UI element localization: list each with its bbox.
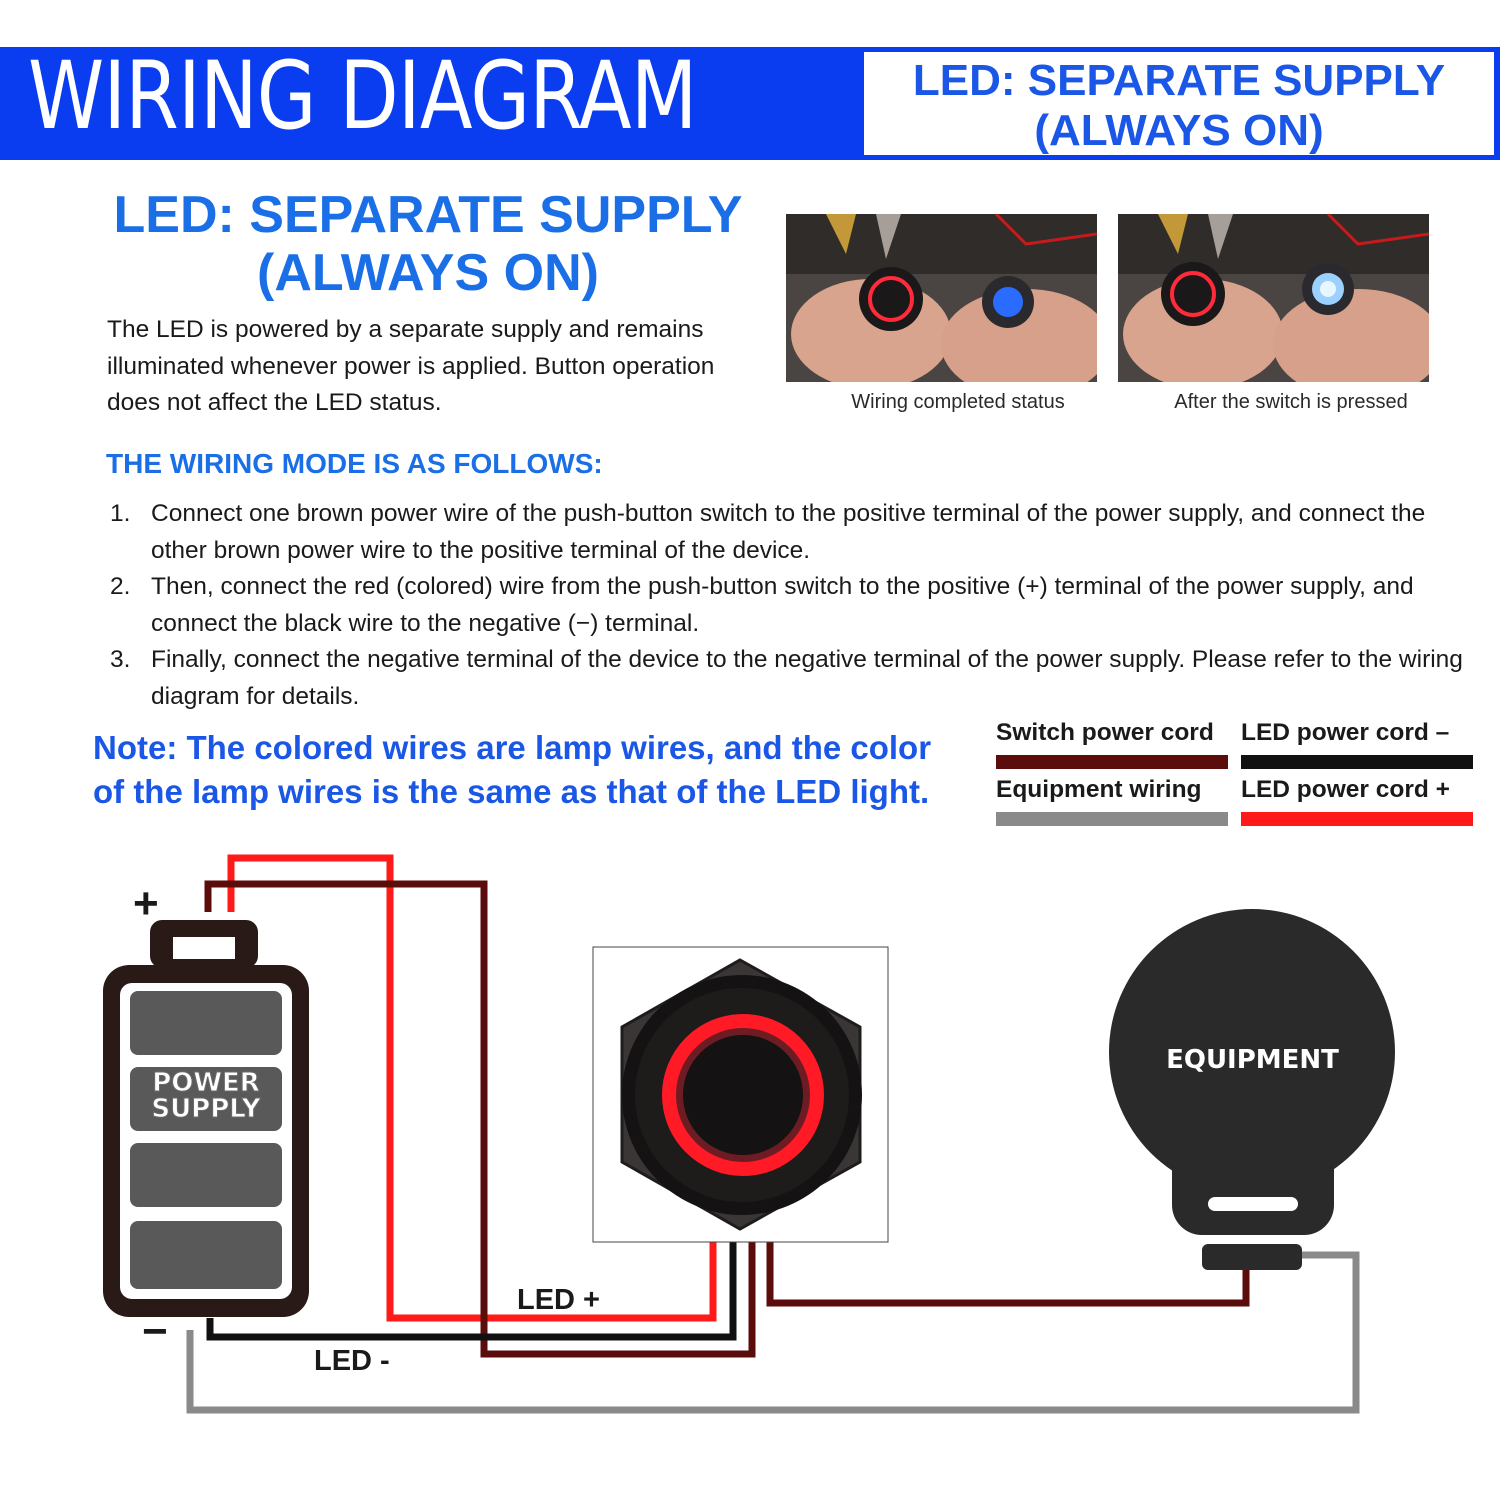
negative-terminal-sign: − xyxy=(142,1307,168,1356)
led-positive-wire xyxy=(227,854,717,1322)
photo-caption-2: After the switch is pressed xyxy=(1174,391,1408,413)
photo-switch-pressed xyxy=(1118,214,1429,382)
legend-label: LED power cord + xyxy=(1241,776,1450,803)
wiring-diagram: + − POWER SUPPLY EQUIPMENT LED + LED - xyxy=(0,840,1500,1460)
push-button-switch-icon xyxy=(592,946,889,1243)
equipment-wire xyxy=(186,1251,1360,1414)
photo-wiring-completed xyxy=(786,214,1097,382)
header-mode-line2: (ALWAYS ON) xyxy=(1034,106,1324,155)
power-supply-label: POWER SUPPLY xyxy=(128,1068,284,1124)
positive-terminal-sign: + xyxy=(133,879,159,928)
list-item: 1. Connect one brown power wire of the p… xyxy=(108,496,1468,569)
lamp-wire-note: Note: The colored wires are lamp wires, … xyxy=(93,726,983,814)
wiring-diagram-graphic xyxy=(103,854,1395,1414)
legend-swatch xyxy=(996,812,1228,826)
list-item: 3. Finally, connect the negative termina… xyxy=(108,642,1468,715)
legend-switch-power-cord: Switch power cord xyxy=(996,719,1228,769)
power-supply-label-line1: POWER xyxy=(152,1068,261,1098)
step-number: 2. xyxy=(110,573,131,600)
header-mode-box: LED: SEPARATE SUPPLY (ALWAYS ON) xyxy=(862,50,1496,157)
legend-swatch xyxy=(996,755,1228,769)
legend-swatch xyxy=(1241,812,1473,826)
note-line2: of the lamp wires is the same as that of… xyxy=(93,773,930,810)
legend-label: LED power cord – xyxy=(1241,719,1450,746)
section-title: LED: SEPARATE SUPPLY (ALWAYS ON) xyxy=(90,186,766,302)
list-item: 2. Then, connect the red (colored) wire … xyxy=(108,569,1468,642)
legend-led-power-cord-negative: LED power cord – xyxy=(1241,719,1473,769)
legend-led-power-cord-positive: LED power cord + xyxy=(1241,776,1473,826)
step-number: 1. xyxy=(110,500,131,527)
header-mode-line1: LED: SEPARATE SUPPLY xyxy=(912,56,1446,105)
equipment-icon xyxy=(1109,909,1395,1270)
power-supply-icon xyxy=(103,920,309,1317)
led-plus-label: LED + xyxy=(517,1284,600,1316)
led-negative-wire xyxy=(206,1215,737,1341)
step-text: Connect one brown power wire of the push… xyxy=(151,500,1426,564)
section-title-line1: LED: SEPARATE SUPPLY xyxy=(113,186,743,244)
switch-power-wire-equipment xyxy=(766,1215,1250,1307)
section-title-line2: (ALWAYS ON) xyxy=(257,244,599,302)
step-text: Then, connect the red (colored) wire fro… xyxy=(151,573,1414,637)
wiring-steps-list: 1. Connect one brown power wire of the p… xyxy=(108,496,1468,715)
wiring-mode-title: THE WIRING MODE IS AS FOLLOWS: xyxy=(106,448,603,479)
photo-caption-1: Wiring completed status xyxy=(851,391,1065,413)
led-minus-label: LED - xyxy=(314,1345,390,1377)
legend-label: Equipment wiring xyxy=(996,776,1202,803)
legend-swatch xyxy=(1241,755,1473,769)
step-number: 3. xyxy=(110,646,131,673)
legend-equipment-wiring: Equipment wiring xyxy=(996,776,1228,826)
equipment-label: EQUIPMENT xyxy=(1166,1045,1339,1075)
section-description: The LED is powered by a separate supply … xyxy=(107,316,715,416)
note-line1: Note: The colored wires are lamp wires, … xyxy=(93,729,932,766)
legend-label: Switch power cord xyxy=(996,719,1214,746)
page-title: WIRING DIAGRAM xyxy=(28,42,697,151)
step-text: Finally, connect the negative terminal o… xyxy=(151,646,1463,710)
switch-power-wire-supply xyxy=(204,880,756,1358)
power-supply-label-line2: SUPPLY xyxy=(151,1094,261,1124)
